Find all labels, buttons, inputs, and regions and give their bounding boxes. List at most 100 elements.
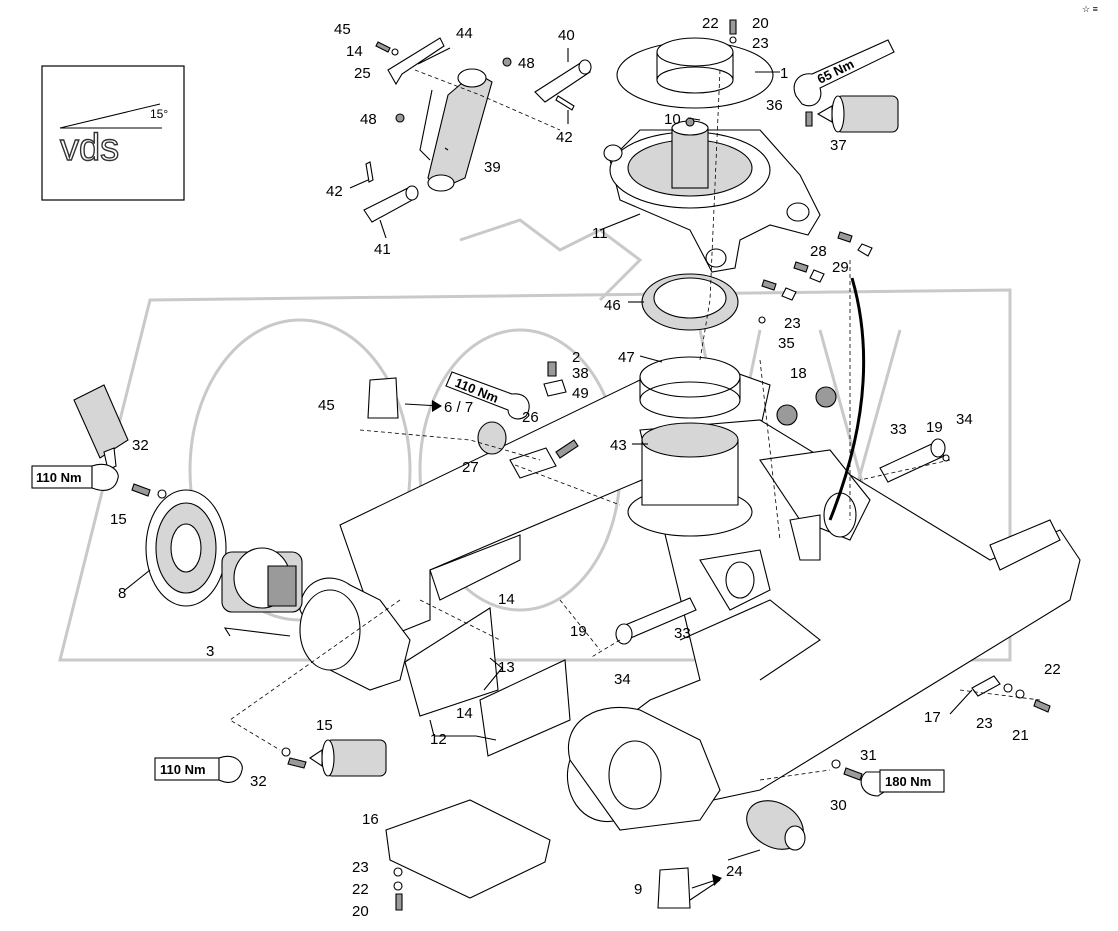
fasteners-28-29 — [758, 231, 873, 324]
callout-labels: 1 2 3 45 6 / 7 8 9 10 11 12 13 14 14 14 … — [110, 15, 1061, 920]
cover-1 — [616, 37, 774, 109]
assembly-lines — [229, 69, 1041, 781]
callout-42a: 42 — [326, 183, 343, 200]
callout-26: 26 — [522, 409, 539, 426]
callout-43: 43 — [610, 437, 627, 454]
callout-14b: 14 — [498, 591, 515, 608]
callout-11: 11 — [592, 225, 608, 242]
bag-9 — [657, 867, 691, 909]
callout-30: 30 — [830, 797, 847, 814]
callout-33a: 33 — [890, 421, 907, 438]
callout-31: 31 — [860, 747, 877, 764]
bushing-18b — [815, 386, 837, 408]
pin-40 — [534, 59, 592, 103]
spring-pin-42b — [555, 95, 575, 111]
callout-9: 9 — [634, 881, 642, 898]
callout-34a: 34 — [956, 411, 973, 428]
roller-left — [73, 384, 167, 499]
sprocket-8 — [145, 489, 227, 607]
torque-110nm-b: 110 Nm — [36, 470, 82, 485]
callout-22c: 22 — [352, 881, 369, 898]
callout-19b: 19 — [570, 623, 587, 640]
callout-28: 28 — [810, 243, 827, 260]
callout-19a: 19 — [926, 419, 943, 436]
arrow-head-4-5 — [432, 400, 442, 412]
callout-40: 40 — [558, 27, 575, 44]
callout-18: 18 — [790, 365, 807, 382]
callout-25: 25 — [354, 65, 371, 82]
callout-37: 37 — [830, 137, 847, 154]
callout-44: 44 — [456, 25, 473, 42]
swivel-10 — [671, 117, 709, 189]
plate-16 — [385, 799, 551, 899]
plate-17 — [971, 675, 1051, 713]
callout-14a: 14 — [346, 43, 363, 60]
torque-110nm-c: 110 Nm — [160, 762, 206, 777]
blade-brackets — [699, 449, 871, 611]
callout-15a: 15 — [110, 511, 127, 528]
bracket-44 — [387, 37, 445, 86]
wrench-110nm-b: 110 Nm — [31, 463, 119, 491]
callout-33b: 33 — [674, 625, 691, 642]
callout-35: 35 — [778, 335, 795, 352]
block-27 — [509, 439, 579, 479]
callout-32b: 32 — [250, 773, 267, 790]
hydraulic-hose — [828, 277, 865, 521]
wrench-110nm-c: 110 Nm — [154, 755, 243, 783]
callout-23d: 23 — [352, 859, 369, 876]
torque-180nm: 180 Nm — [885, 774, 931, 789]
callout-48a: 48 — [518, 55, 535, 72]
callout-49: 49 — [572, 385, 589, 402]
swing-frame-11 — [603, 129, 821, 273]
callout-46: 46 — [604, 297, 621, 314]
screws-14-45 — [375, 41, 399, 56]
callout-8: 8 — [118, 585, 126, 602]
wrench-180nm: 180 Nm — [831, 759, 945, 797]
callout-14c: 14 — [456, 705, 473, 722]
callout-34b: 34 — [614, 671, 631, 688]
callout-42b: 42 — [556, 129, 573, 146]
spring-pin-42a — [365, 161, 374, 183]
ring-46 — [641, 273, 739, 331]
callout-41: 41 — [374, 241, 391, 258]
motor-36 — [805, 95, 899, 133]
arrow-head-9 — [712, 874, 722, 886]
callout-20a: 20 — [752, 15, 769, 32]
callout-16: 16 — [362, 811, 379, 828]
callout-2: 2 — [572, 349, 580, 366]
callout-17: 17 — [924, 709, 941, 726]
vds-logo: 15° vds — [41, 65, 185, 201]
callout-29: 29 — [832, 259, 849, 276]
roller-bottom — [281, 739, 387, 777]
callout-48b: 48 — [360, 111, 377, 128]
bushing-6-7 — [477, 421, 507, 455]
roller-24 — [746, 800, 806, 851]
callout-22b: 22 — [1044, 661, 1061, 678]
callout-3: 3 — [206, 643, 214, 660]
logo-text: vds — [60, 127, 119, 169]
callout-21: 21 — [1012, 727, 1029, 744]
callout-36: 36 — [766, 97, 783, 114]
pin-33b — [615, 597, 697, 645]
callout-23b: 23 — [784, 315, 801, 332]
bearing-pedestal-43 — [627, 422, 753, 537]
corner-mark: ☆ ≡ — [1082, 4, 1098, 14]
callout-32a: 32 — [132, 437, 149, 454]
callout-15b: 15 — [316, 717, 333, 734]
torque-65nm: 65 Nm — [815, 56, 857, 87]
callout-23c: 23 — [976, 715, 993, 732]
arrow-9 — [691, 879, 717, 889]
cylinder-39 — [419, 68, 493, 192]
callout-12: 12 — [430, 731, 447, 748]
callout-10: 10 — [664, 111, 681, 128]
callout-20b: 20 — [352, 903, 369, 920]
pin-41 — [363, 185, 419, 223]
callout-47: 47 — [618, 349, 635, 366]
drive-motor-3 — [221, 547, 303, 613]
callout-13: 13 — [498, 659, 515, 676]
covers-12 — [404, 607, 571, 757]
callout-39: 39 — [484, 159, 501, 176]
bracket-49 — [543, 361, 567, 397]
callout-22a: 22 — [702, 15, 719, 32]
